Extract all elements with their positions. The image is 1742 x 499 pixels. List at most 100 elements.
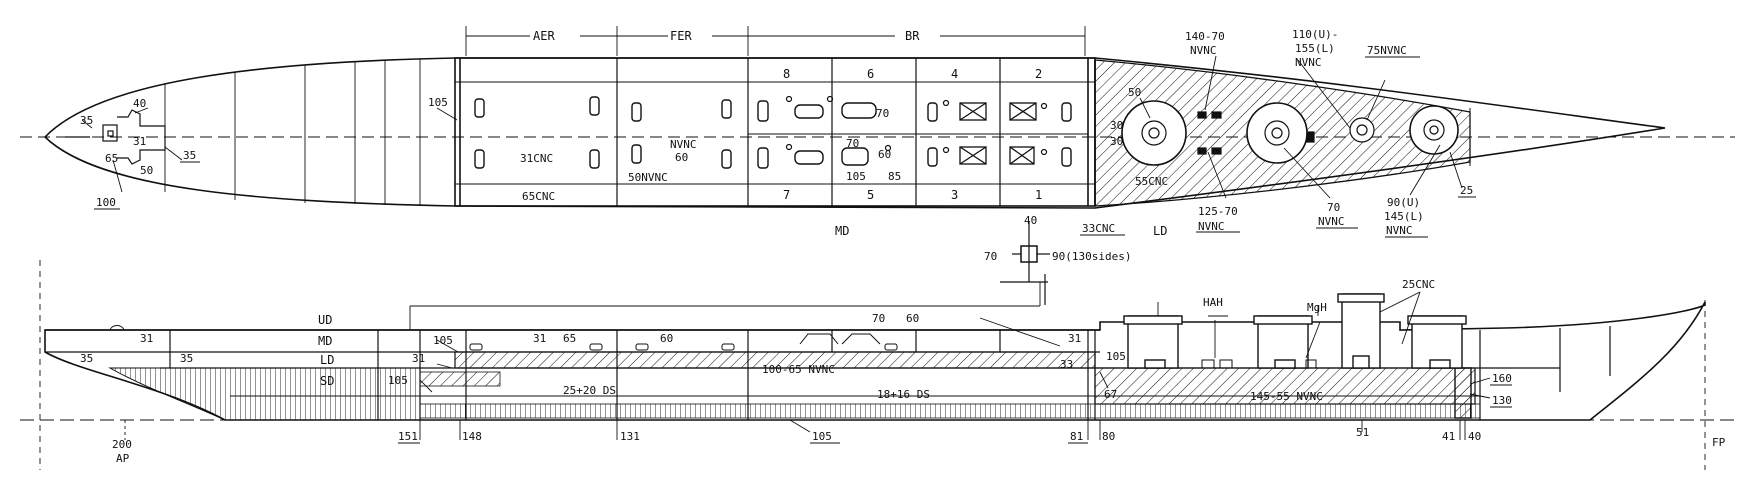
label-aer: AER (533, 29, 555, 43)
p-100-65-nvnc: 100-65 NVNC (762, 363, 835, 376)
frame-148: 148 (462, 430, 482, 443)
plan-openings (474, 96, 1072, 169)
p-25-20-ds: 25+20 DS (563, 384, 616, 397)
frame-fp: FP (1712, 436, 1726, 449)
p-hah: HAH (1203, 296, 1223, 309)
p-105c: 105 (1106, 350, 1126, 363)
label-br: BR (905, 29, 920, 43)
frame-ap: AP (116, 452, 130, 465)
label-155l: 155(L) (1295, 42, 1335, 55)
frame-80: 80 (1102, 430, 1115, 443)
deck-ld: LD (320, 353, 334, 367)
section-labels: 40 70 90(130sides) (984, 214, 1131, 263)
plan-aft-frames (164, 59, 421, 206)
p-130: 130 (1492, 394, 1512, 407)
label-140-70: 140-70 (1185, 30, 1225, 43)
plan-labels: AER FER BR 8 6 4 2 7 5 3 1 40 35 31 35 6… (80, 28, 1473, 238)
label-br-70a: 70 (876, 107, 889, 120)
label-br-70b: 70 (846, 137, 859, 150)
deck-sd: SD (320, 374, 334, 388)
plan-stern-fittings (65, 109, 166, 165)
profile-labels: UD MD LD SD 35 31 35 105 31 105 31 65 60… (80, 278, 1726, 465)
label-aft-100: 100 (96, 196, 116, 209)
br-room-3: 3 (951, 188, 958, 202)
label-fwd-50: 50 (1128, 86, 1141, 99)
plan-view (20, 26, 1735, 209)
label-125-70: 125-70 (1198, 205, 1238, 218)
p-31d: 31 (1068, 332, 1081, 345)
compartment-dimensions (465, 26, 1086, 56)
plan-crossed-boxes (959, 102, 1037, 165)
p-60a: 60 (660, 332, 673, 345)
section-label-left: 70 (984, 250, 997, 263)
br-room-4: 4 (951, 67, 958, 81)
p-31a: 31 (140, 332, 153, 345)
label-aft-31: 31 (133, 135, 146, 148)
label-aft-35b: 35 (183, 149, 196, 162)
p-35a: 35 (80, 352, 93, 365)
label-33cnc: 33CNC (1082, 222, 1115, 235)
label-110u: 110(U)- (1292, 28, 1338, 41)
p-33: 33 (1060, 358, 1073, 371)
br-room-2: 2 (1035, 67, 1042, 81)
profile-view (20, 260, 1735, 470)
profile-deck-fittings (109, 325, 1317, 369)
label-60: 60 (675, 151, 688, 164)
label-145l: 145(L) (1384, 210, 1424, 223)
frame-131: 131 (620, 430, 640, 443)
section-label-right: 90(130sides) (1052, 250, 1131, 263)
p-145-55-nvnc: 145-55 NVNC (1250, 390, 1323, 403)
label-bulk-105: 105 (428, 96, 448, 109)
p-70: 70 (872, 312, 885, 325)
label-br-105: 105 (846, 170, 866, 183)
profile-aft-bottom (108, 367, 421, 421)
frame-81: 81 (1070, 430, 1083, 443)
section-detail (1000, 222, 1050, 305)
frame-200: 200 (112, 438, 132, 451)
section-label-top: 40 (1024, 214, 1037, 227)
plan-leaders (81, 55, 1463, 199)
label-90-nvnc: NVNC (1386, 224, 1413, 237)
label-nvnc-mid: NVNC (670, 138, 697, 151)
p-25cnc: 25CNC (1402, 278, 1435, 291)
profile-hull-outline (44, 301, 1706, 421)
profile-leaders (419, 317, 1491, 399)
br-room-8: 8 (783, 67, 790, 81)
p-18-16-ds: 18+16 DS (877, 388, 930, 401)
frame-51: 51 (1356, 426, 1369, 439)
label-110-nvnc: NVNC (1295, 56, 1322, 69)
label-90u: 90(U) (1387, 196, 1420, 209)
label-65cnc: 65CNC (522, 190, 555, 203)
label-md: MD (835, 224, 849, 238)
label-70-nvnc: NVNC (1318, 215, 1345, 228)
label-underlines (94, 56, 1512, 444)
label-br-85: 85 (888, 170, 901, 183)
label-aft-40: 40 (133, 97, 146, 110)
label-140-70-nvnc: NVNC (1190, 44, 1217, 57)
label-aft-50: 50 (140, 164, 153, 177)
deck-md: MD (318, 334, 332, 348)
frame-151: 151 (398, 430, 418, 443)
plan-barbettes (1121, 100, 1459, 166)
plan-small-boxes (1197, 111, 1315, 155)
label-fwd-30a: 30 (1110, 119, 1123, 132)
label-br-60: 60 (878, 148, 891, 161)
label-50nvnc: 50NVNC (628, 171, 668, 184)
br-room-5: 5 (867, 188, 874, 202)
p-105a: 105 (433, 334, 453, 347)
br-room-6: 6 (867, 67, 874, 81)
profile-turrets (1123, 293, 1467, 369)
frame-41: 41 (1442, 430, 1455, 443)
plan-hull-outline (43, 57, 1666, 209)
profile-frame-ticks (39, 260, 1706, 470)
p-160: 160 (1492, 372, 1512, 385)
profile-bottom-plating (419, 403, 1481, 419)
plan-small-circles (785, 95, 1048, 156)
frame-40: 40 (1468, 430, 1481, 443)
p-105b: 105 (388, 374, 408, 387)
p-67: 67 (1104, 388, 1117, 401)
label-125-70-nvnc: NVNC (1198, 220, 1225, 233)
label-ld: LD (1153, 224, 1167, 238)
label-aft-65: 65 (105, 152, 118, 165)
